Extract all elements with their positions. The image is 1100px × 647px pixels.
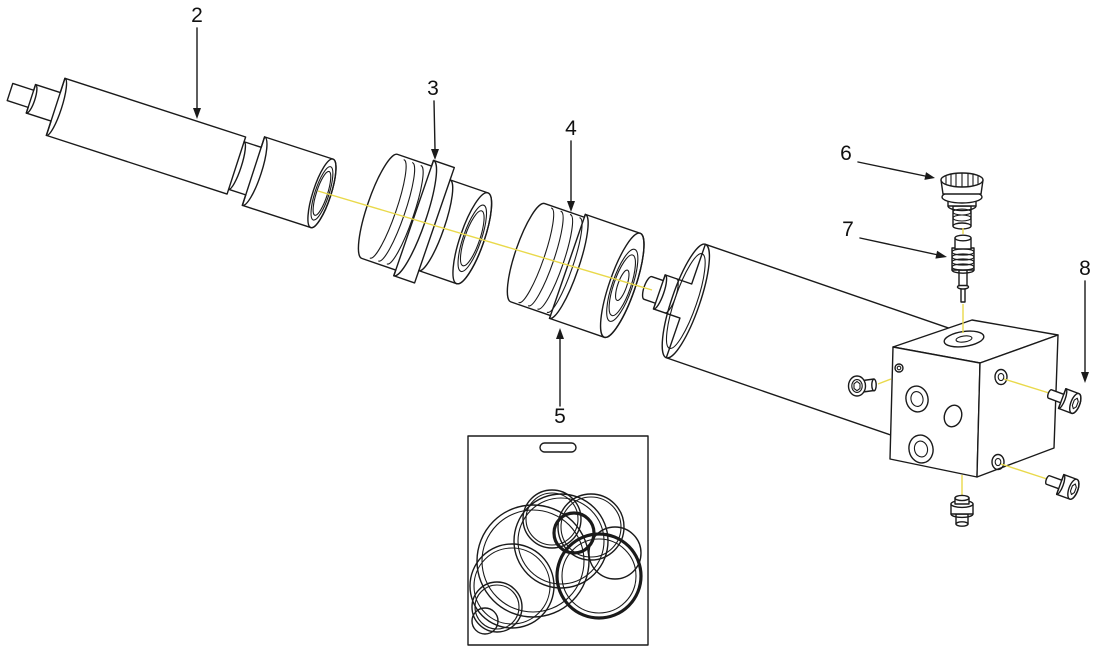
callout-4-arrowhead-icon bbox=[567, 201, 575, 212]
o-ring bbox=[481, 509, 585, 613]
callout-6-label: 6 bbox=[840, 142, 852, 165]
callout-4-label: 4 bbox=[565, 117, 577, 140]
callout-2-arrowhead-icon bbox=[193, 108, 201, 119]
hex-socket-icon bbox=[1069, 483, 1077, 496]
screw-line-lower bbox=[1000, 463, 1048, 480]
o-ring bbox=[522, 489, 582, 549]
o-ring bbox=[525, 492, 579, 546]
o-ring bbox=[561, 538, 637, 614]
callout-7-arrowhead-icon bbox=[935, 250, 947, 259]
callout-6: 6 bbox=[840, 142, 935, 180]
hang-slot bbox=[539, 442, 577, 453]
callout-7-label: 7 bbox=[842, 218, 854, 241]
screw-hole-upper bbox=[994, 368, 1008, 386]
hex-socket-icon bbox=[1071, 397, 1079, 410]
callout-7-leader bbox=[859, 237, 937, 256]
o-ring bbox=[555, 532, 643, 620]
socket-screw-upper bbox=[1046, 388, 1082, 415]
o-ring bbox=[476, 504, 590, 618]
callout-7: 7 bbox=[842, 218, 947, 259]
callout-5: 5 bbox=[554, 328, 566, 428]
callout-2: 2 bbox=[191, 4, 203, 119]
o-ring bbox=[473, 547, 551, 625]
callout-3-arrowhead-icon bbox=[431, 149, 439, 160]
hex-socket-icon bbox=[853, 380, 861, 392]
callout-6-arrowhead-icon bbox=[924, 172, 935, 180]
o-ring bbox=[513, 493, 609, 589]
callout-5-arrowhead-icon bbox=[556, 328, 564, 339]
seal-kit-bag bbox=[467, 435, 649, 646]
socket-screw-left bbox=[847, 375, 877, 397]
valve-cartridge bbox=[951, 234, 975, 303]
valve-block bbox=[889, 319, 1059, 478]
callout-4: 4 bbox=[565, 117, 577, 212]
o-rings bbox=[469, 489, 643, 635]
o-ring bbox=[557, 493, 625, 561]
o-ring bbox=[471, 607, 499, 635]
o-ring bbox=[469, 543, 555, 629]
drain-plug bbox=[950, 494, 974, 527]
o-ring bbox=[552, 511, 596, 555]
callout-8: 8 bbox=[1079, 257, 1091, 383]
front-port-upper bbox=[905, 385, 929, 413]
callout-5-label: 5 bbox=[554, 405, 566, 428]
centerline-axial bbox=[317, 190, 653, 291]
cap-plug bbox=[940, 172, 984, 230]
callout-3-leader bbox=[433, 100, 436, 150]
front-corner-hole bbox=[894, 363, 904, 373]
callout-6-leader bbox=[857, 161, 926, 177]
o-ring bbox=[588, 526, 642, 580]
piston-rod bbox=[6, 77, 337, 229]
callout-2-label: 2 bbox=[191, 4, 203, 27]
screw-line-left bbox=[877, 378, 892, 385]
o-ring bbox=[471, 581, 523, 633]
callout-8-arrowhead-icon bbox=[1081, 372, 1089, 383]
screw-line-upper bbox=[1003, 378, 1050, 394]
screw-hole-lower bbox=[991, 453, 1005, 471]
o-ring bbox=[517, 497, 605, 585]
front-port-lower bbox=[908, 434, 934, 464]
knurl-ticks bbox=[945, 172, 979, 188]
callout-3: 3 bbox=[427, 77, 439, 160]
angled-port-hole bbox=[943, 404, 963, 428]
o-ring bbox=[474, 584, 520, 630]
callout-3-label: 3 bbox=[427, 77, 439, 100]
socket-screw-lower bbox=[1045, 473, 1080, 500]
callout-8-label: 8 bbox=[1079, 257, 1091, 280]
piston-assembly bbox=[506, 202, 645, 339]
